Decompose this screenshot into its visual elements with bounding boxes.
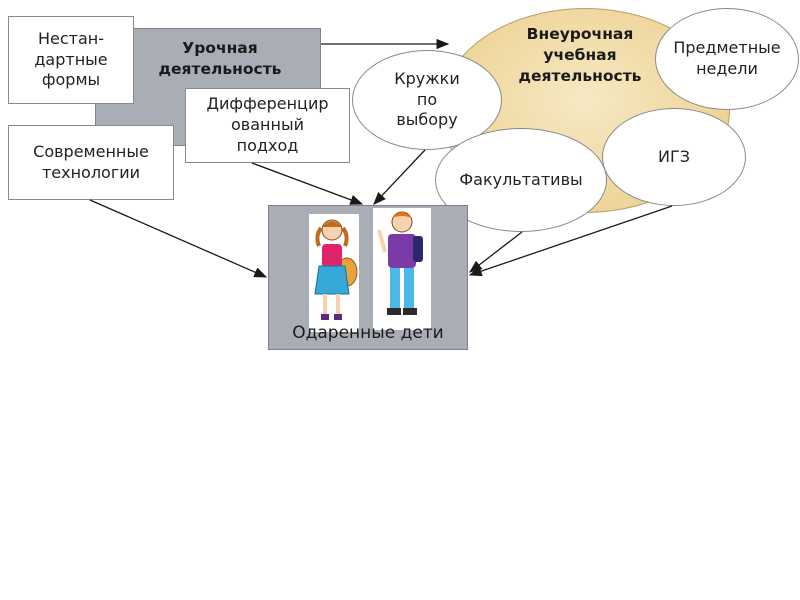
modern-tech-label: Современные технологии [33,141,149,182]
differentiated-approach-box: Дифференцир ованный подход [185,88,350,163]
gifted-children-label: Одаренные дети [292,323,444,343]
extracurricular-label: Внеурочная учебная деятельность [518,25,642,85]
arrow-igz-to-gifted [468,205,673,277]
differentiated-approach-label: Дифференцир ованный подход [206,94,329,155]
modern-tech-box: Современные технологии [8,125,174,200]
lesson-activity-label: Урочная деятельность [158,39,282,78]
clubs-label: Кружки по выбору [394,68,460,130]
arrow-clubs-to-gifted [373,149,426,205]
girl-illustration [309,214,359,332]
arrow-tech-to-gifted [89,199,268,278]
nonstandard-forms-label: Нестан- дартные формы [34,28,108,90]
subject-weeks-ellipse: Предметные недели [655,8,799,110]
subject-weeks-label: Предметные недели [673,38,781,78]
igz-label: ИГЗ [658,146,690,166]
clubs-ellipse: Кружки по выбору [352,50,502,150]
arrow-electives-to-gifted [468,231,523,273]
electives-label: Факультативы [459,169,583,189]
gifted-children-panel: Одаренные дети [268,205,468,350]
igz-ellipse: ИГЗ [602,108,746,206]
arrow-differentiated-to-gifted [251,162,364,205]
nonstandard-forms-box: Нестан- дартные формы [8,16,134,104]
boy-illustration [373,208,431,330]
